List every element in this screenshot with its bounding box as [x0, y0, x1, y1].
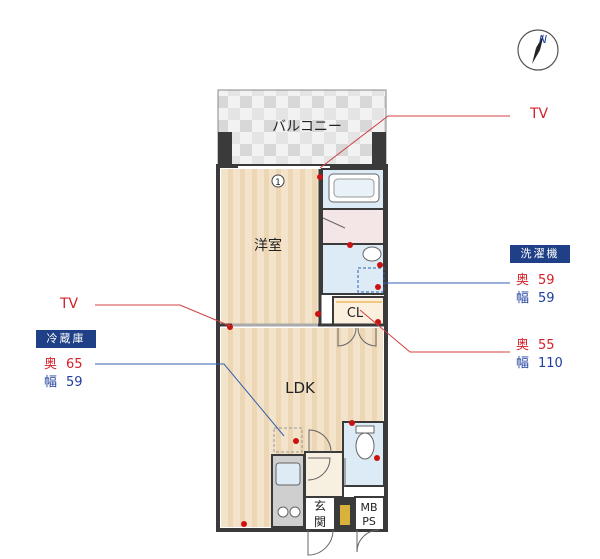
entrance-step — [340, 505, 350, 525]
tv-label-left: TV — [60, 296, 79, 312]
marker-label: 1 — [275, 178, 281, 188]
outlet — [347, 242, 353, 248]
marker-circle — [271, 174, 285, 188]
washer-width-label: 幅 — [516, 291, 530, 306]
outlet — [241, 521, 247, 527]
outlet — [375, 319, 381, 325]
washer-width-value: 59 — [538, 291, 555, 306]
fridge-space — [273, 427, 303, 453]
washer-dims: 奥 59 幅 59 — [516, 272, 555, 308]
tv-label-top: TV — [530, 106, 549, 122]
fridge-header: 冷蔵庫 — [36, 330, 96, 348]
hall-door — [308, 429, 332, 453]
washer-depth-value: 59 — [538, 273, 555, 288]
tv-top-leader — [319, 115, 510, 169]
entrance-label-1: 玄 — [314, 498, 326, 513]
ldk-label: LDK — [285, 379, 316, 397]
tv-left-leader — [95, 304, 231, 327]
pipe-space-label: PS — [362, 515, 376, 528]
compass-icon: N — [517, 29, 559, 71]
hall-door-2 — [307, 457, 331, 481]
fridge-width-label: 幅 — [44, 375, 58, 390]
closet-width-value: 110 — [538, 356, 563, 371]
fridge-leader — [95, 363, 285, 437]
fridge-width-value: 59 — [66, 375, 83, 390]
outlet — [315, 311, 321, 317]
outlet — [374, 455, 380, 461]
outlet — [375, 284, 381, 290]
bathtub-inner — [333, 178, 375, 198]
washroom-area — [321, 208, 385, 245]
entrance-area — [304, 496, 336, 531]
balcony-label: バルコニー — [272, 119, 342, 135]
outlet — [293, 438, 299, 444]
toilet-tank — [355, 425, 375, 434]
closet-label: CL — [347, 306, 364, 321]
front-door-right — [356, 529, 380, 553]
stove-burner-1 — [277, 506, 289, 518]
washer-header: 洗濯機 — [510, 245, 570, 263]
closet-door-left — [337, 327, 357, 347]
entrance-label-2: 関 — [314, 515, 326, 529]
washer-space — [357, 267, 385, 293]
outlet — [377, 262, 383, 268]
balcony-pillar-left — [218, 132, 232, 167]
western-room-floor — [221, 169, 319, 324]
washer-depth-label: 奥 — [516, 273, 530, 288]
western-room-label: 洋室 — [254, 237, 282, 254]
closet-depth-value: 55 — [538, 338, 555, 353]
closet-dims: 奥 55 幅 110 — [516, 337, 563, 373]
meter-box — [354, 496, 385, 531]
closet-door-right — [357, 327, 377, 347]
balcony-area — [217, 89, 387, 168]
closet-depth-label: 奥 — [516, 338, 530, 353]
washroom-lower — [321, 243, 385, 295]
sink — [362, 246, 382, 262]
outlet — [317, 174, 323, 180]
fridge-dims: 奥 65 幅 59 — [44, 356, 83, 392]
washroom-door — [322, 217, 346, 229]
hall-area — [304, 451, 344, 498]
meter-box-label: MB — [360, 501, 377, 514]
outlet — [349, 420, 355, 426]
front-door-left — [307, 529, 334, 556]
toilet-bowl — [355, 432, 375, 460]
stove-burner-2 — [289, 506, 301, 518]
closet-leader — [359, 309, 510, 353]
fridge-depth-value: 65 — [66, 357, 83, 372]
closet-width-label: 幅 — [516, 356, 530, 371]
kitchen-sink — [275, 462, 301, 486]
fridge-depth-label: 奥 — [44, 357, 58, 372]
balcony-pillar-right — [372, 132, 386, 167]
compass-label: N — [539, 33, 547, 46]
